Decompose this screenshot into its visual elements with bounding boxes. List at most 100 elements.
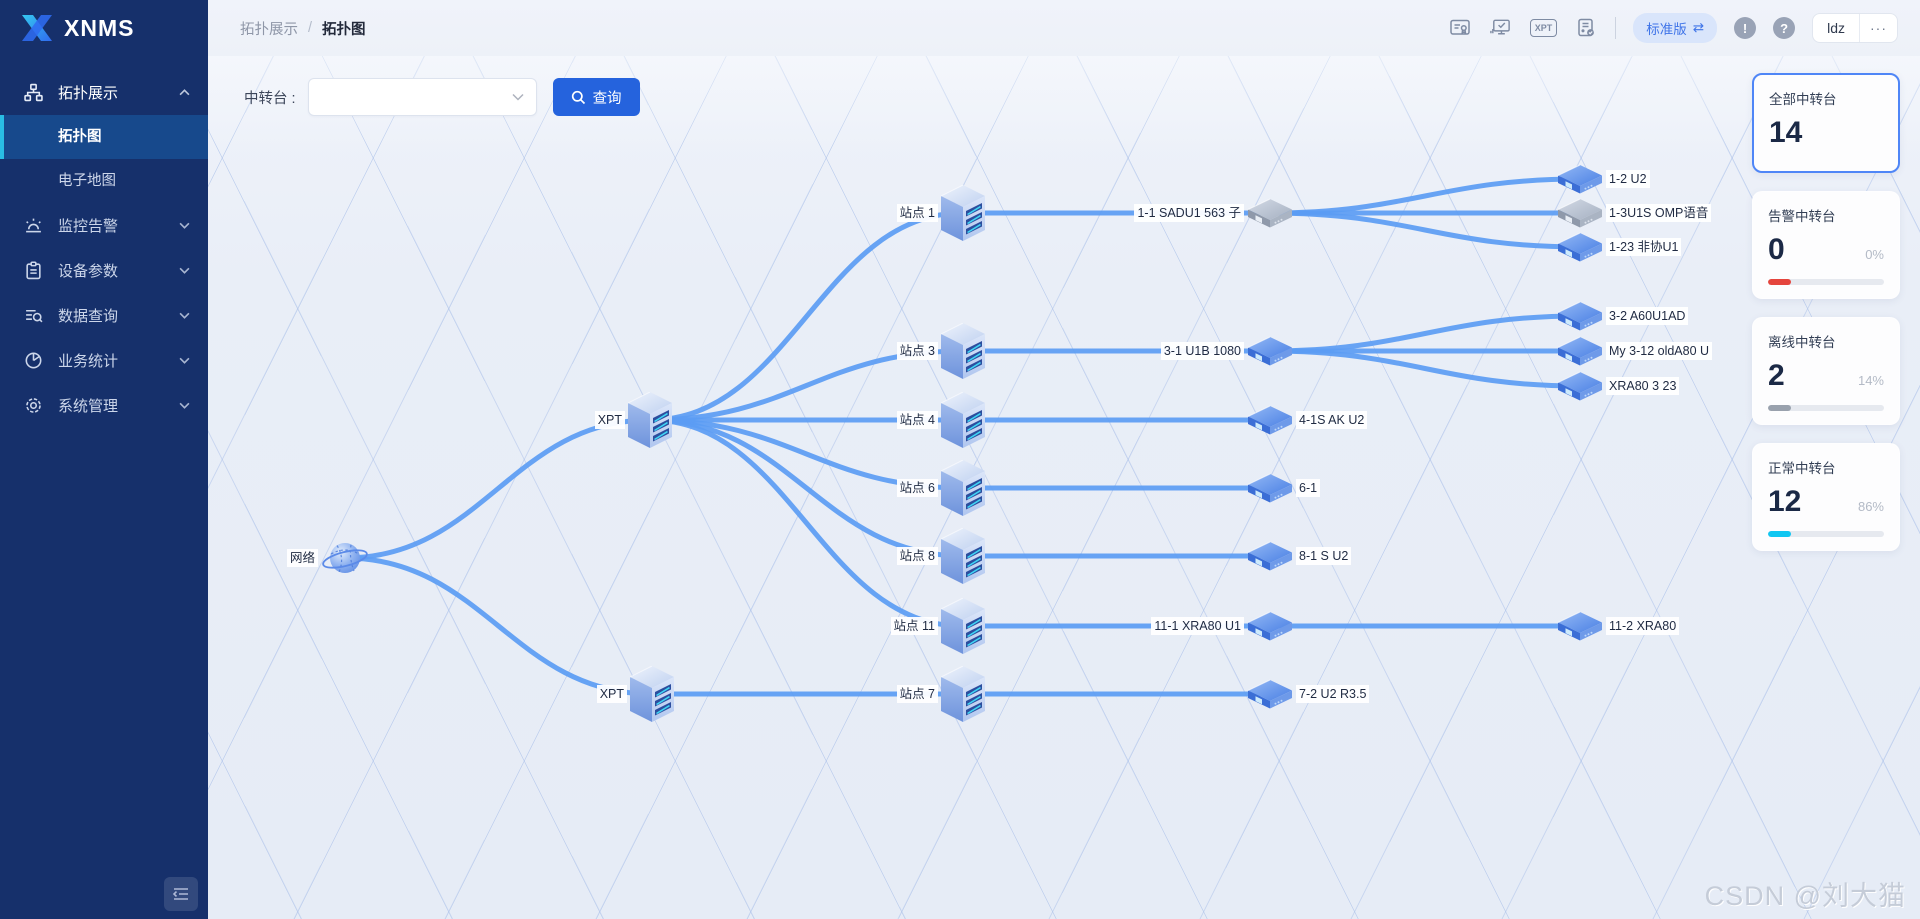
version-switch-button[interactable]: 标准版 ⇄ (1633, 13, 1718, 43)
relay-select-dropdown[interactable] (307, 78, 537, 116)
sidebar-item-monitor-alarm[interactable]: 监控告警 (0, 203, 208, 248)
topology-node-xpt1[interactable] (628, 392, 672, 448)
topology-edge (647, 417, 966, 629)
xpt-mode-icon[interactable]: XPT (1529, 19, 1558, 37)
sidebar-item-topology-map[interactable]: 拓扑图 (0, 115, 208, 159)
alarm-icon (26, 218, 41, 233)
topology-node-d13[interactable] (1557, 198, 1603, 228)
stat-progress-bar (1768, 531, 1884, 537)
filter-bar: 中转台 : 查询 (244, 78, 640, 116)
stat-percent: 0% (1865, 247, 1884, 262)
app-logo[interactable]: XNMS (0, 0, 208, 56)
swap-icon: ⇄ (1692, 20, 1705, 35)
stat-value: 12 (1768, 485, 1802, 518)
breadcrumb-current: 拓扑图 (322, 21, 366, 38)
stat-card-normal-relays[interactable]: 正常中转台 12 86% (1752, 443, 1900, 551)
gear-icon (26, 398, 41, 413)
topology-node-d12[interactable] (1557, 164, 1603, 194)
monitor-check-icon[interactable] (1489, 16, 1513, 40)
topology-node-s6[interactable] (941, 460, 985, 516)
user-more-button[interactable]: ··· (1859, 14, 1897, 42)
topology-edge (647, 417, 966, 559)
sidebar-item-label: 数据查询 (58, 308, 119, 325)
topology-node-d112[interactable] (1557, 611, 1603, 641)
sidebar-item-label: 拓扑展示 (58, 85, 119, 102)
sidebar-item-system-settings[interactable]: 系统管理 (0, 383, 208, 428)
stat-title: 正常中转台 (1768, 461, 1836, 476)
sidebar-item-device-params[interactable]: 设备参数 (0, 248, 208, 293)
topology-node-s1[interactable] (941, 185, 985, 241)
sidebar-collapse-button[interactable] (164, 877, 198, 911)
stat-card-offline-relays[interactable]: 离线中转台 2 14% (1752, 317, 1900, 425)
header-tools: XPT 标准版 ⇄ ! ? ldz ··· (1448, 13, 1898, 43)
sidebar-menu: 拓扑展示 拓扑图 电子地图 监控告警 设备参数 (0, 70, 208, 428)
sidebar-item-data-query[interactable]: 数据查询 (0, 293, 208, 338)
stat-progress-bar (1768, 405, 1884, 411)
search-icon (571, 90, 585, 104)
stat-percent: 86% (1857, 499, 1884, 514)
topology-edge (342, 555, 655, 697)
stat-card-alarm-relays[interactable]: 告警中转台 0 0% (1752, 191, 1900, 299)
sidebar-submenu: 拓扑图 电子地图 (0, 115, 208, 203)
sidebar-item-label: 系统管理 (58, 398, 119, 415)
data-query-icon (26, 309, 43, 323)
sidebar: XNMS 拓扑展示 拓扑图 电子地图 监控告警 (0, 0, 208, 919)
server-check-icon[interactable] (1574, 16, 1598, 40)
topology-node-d312[interactable] (1557, 336, 1603, 366)
topology-node-s4[interactable] (941, 392, 985, 448)
topology-node-d111[interactable] (1247, 611, 1293, 641)
breadcrumb-parent[interactable]: 拓扑展示 (240, 21, 298, 38)
topology-edge (1267, 313, 1583, 354)
stat-value: 2 (1768, 359, 1785, 392)
chevron-down-icon (512, 93, 524, 101)
xnms-logo-icon (22, 15, 52, 41)
license-icon[interactable] (1448, 16, 1472, 40)
topology-node-d61[interactable] (1247, 473, 1293, 503)
user-name-button[interactable]: ldz (1827, 20, 1845, 36)
topology-node-d81[interactable] (1247, 541, 1293, 571)
stat-title: 全部中转台 (1769, 92, 1837, 107)
info-icon[interactable]: ! (1734, 17, 1757, 39)
device-params-icon (26, 261, 41, 280)
chevron-down-icon (179, 267, 190, 274)
topology-node-s11[interactable] (941, 598, 985, 654)
topology-edge (1267, 210, 1583, 250)
topology-node-s7[interactable] (941, 666, 985, 722)
stat-title: 离线中转台 (1768, 335, 1836, 350)
help-icon[interactable]: ? (1773, 17, 1796, 39)
topology-node-d11[interactable] (1247, 198, 1293, 228)
breadcrumb-separator: / (308, 20, 313, 36)
topology-node-d123[interactable] (1557, 232, 1603, 262)
topology-node-d31[interactable] (1247, 336, 1293, 366)
stat-percent: 14% (1857, 373, 1884, 388)
topology-edge (342, 417, 653, 561)
topology-node-d41[interactable] (1247, 405, 1293, 435)
sidebar-item-label: 设备参数 (58, 263, 119, 280)
sidebar-item-electronic-map[interactable]: 电子地图 (58, 173, 116, 189)
chevron-down-icon (179, 312, 190, 319)
topology-edge (647, 210, 966, 423)
stat-title: 告警中转台 (1768, 209, 1836, 224)
relay-select-label: 中转台 : (244, 90, 296, 107)
stat-card-all-relays[interactable]: 全部中转台 14 (1752, 73, 1900, 173)
search-button[interactable]: 查询 (552, 78, 640, 116)
topology-node-d32[interactable] (1557, 301, 1603, 331)
sidebar-item-label: 监控告警 (58, 218, 119, 235)
relay-stats-panel: 全部中转台 14 告警中转台 0 0% 离线中转台 2 14% 正常中转台 12… (1752, 73, 1900, 551)
collapse-menu-icon (172, 888, 188, 900)
app-title: XNMS (64, 14, 135, 41)
topology-node-d72[interactable] (1247, 679, 1293, 709)
chevron-up-icon (179, 89, 190, 96)
sidebar-item-business-stats[interactable]: 业务统计 (0, 338, 208, 383)
chevron-down-icon (179, 222, 190, 229)
topology-node-s8[interactable] (941, 528, 985, 584)
chevron-down-icon (179, 357, 190, 364)
topology-node-s3[interactable] (941, 323, 985, 379)
topology-node-xpt2[interactable] (630, 666, 674, 722)
sidebar-item-topology-display[interactable]: 拓扑展示 (0, 70, 208, 115)
breadcrumb: 拓扑展示 / 拓扑图 (240, 18, 366, 39)
topology-edge (1267, 348, 1583, 389)
topology-node-dxra[interactable] (1557, 371, 1603, 401)
